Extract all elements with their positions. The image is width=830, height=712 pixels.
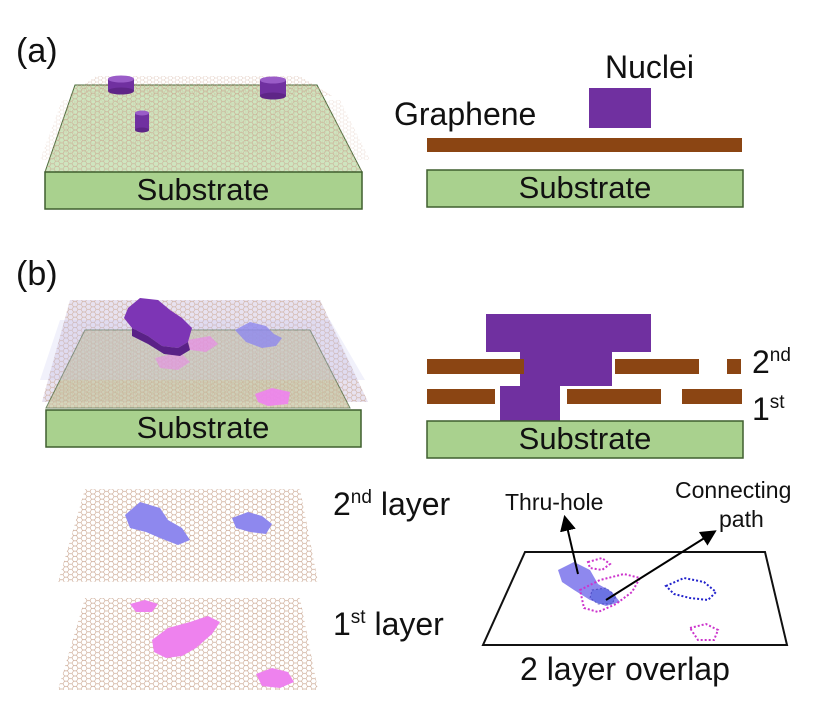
substrate-block-left-a <box>44 171 363 210</box>
layer1-caption: 1st layer <box>333 606 444 642</box>
thru-hole-arrow <box>560 514 579 575</box>
layer2-ordinal: 2nd <box>752 344 791 380</box>
graphene-layer-a <box>427 138 742 152</box>
overlap-sheet <box>481 551 789 646</box>
layer1-ordinal: 1st <box>752 391 785 427</box>
connecting-label-1: Connecting <box>675 477 791 503</box>
connecting-arrow <box>605 530 717 601</box>
nuclei-label: Nuclei <box>605 49 694 85</box>
layer2-seg-2 <box>615 359 699 374</box>
panel-a-tag: (a) <box>16 32 58 70</box>
panel-b-tag: (b) <box>16 255 58 293</box>
panel-b-cross-section: Substrate 2nd 1st <box>426 314 791 459</box>
substrate-block-right-b <box>426 420 744 459</box>
layer1-domain-a <box>130 600 158 612</box>
overlap-layer1-outline-c <box>688 622 720 641</box>
layer2-seg-1 <box>427 359 524 374</box>
overlap-thru-hole <box>589 587 617 605</box>
layer1-sheet <box>58 598 318 690</box>
substrate-label-left-b: Substrate <box>137 410 270 445</box>
nucleus-block <box>589 88 651 128</box>
nucleus-blob <box>124 298 192 348</box>
overlap-layer2-outline <box>664 576 718 602</box>
layer1-domain-small-a <box>188 336 218 352</box>
layer2-domain-b <box>232 512 272 534</box>
panel-a-3d-substrate: Substrate <box>40 75 370 210</box>
connecting-label-2: path <box>719 506 764 532</box>
nucleus-cylinder-2 <box>260 76 286 100</box>
substrate-label-right-b: Substrate <box>519 421 652 456</box>
layer1-seg-2 <box>567 389 661 404</box>
nucleus-cylinder-3 <box>135 110 149 133</box>
nucleus-cylinder-1 <box>108 75 134 95</box>
layer1-seg-3 <box>682 389 742 404</box>
overlap-layer1-outline-a <box>578 572 642 614</box>
layer1-domain-small-b <box>255 388 290 406</box>
layer1-domain-c <box>256 668 294 688</box>
nucleus-t-shape <box>486 314 651 422</box>
layer2-seg-3 <box>727 359 741 374</box>
layer1-domain-b <box>152 616 220 658</box>
thru-hole-label: Thru-hole <box>505 489 603 515</box>
substrate-block-right-a <box>426 169 744 208</box>
overlap-layer1-outline-b <box>586 556 612 572</box>
panel-b-3d-substrate: Substrate <box>40 298 368 448</box>
panel-a-cross-section: Nuclei Graphene Substrate <box>394 49 744 208</box>
layer1-seg-1 <box>427 389 495 404</box>
layer2-caption: 2nd layer <box>333 486 451 522</box>
substrate-label-left-a: Substrate <box>137 172 270 207</box>
substrate-label-right-a: Substrate <box>519 170 652 205</box>
substrate-block-left-b <box>45 409 362 448</box>
overlap-caption: 2 layer overlap <box>520 651 730 687</box>
layer2-domain-small <box>235 322 282 348</box>
graphene-label: Graphene <box>394 96 536 132</box>
layer2-sheet <box>58 489 318 582</box>
layer2-domain-a <box>125 502 190 545</box>
layer1-domain-small-c <box>155 352 190 370</box>
